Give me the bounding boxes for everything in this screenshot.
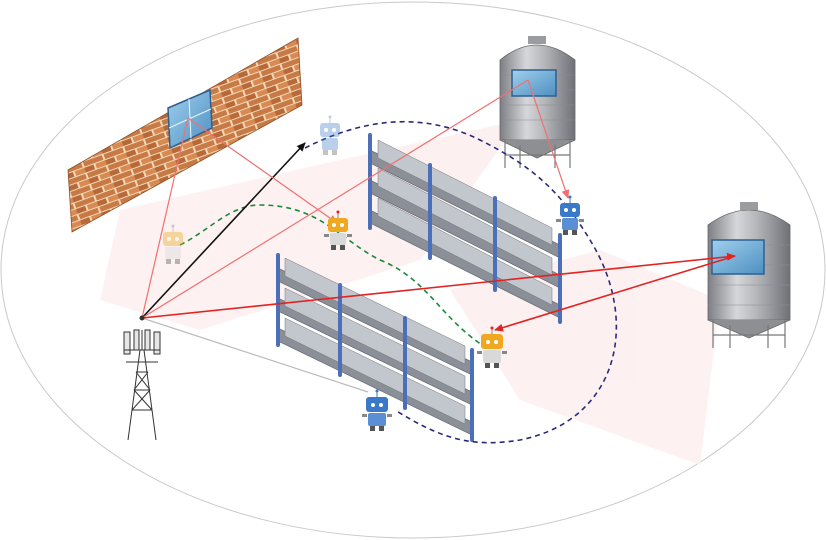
trajectory-navy [304,120,618,444]
silo-left-to-robot-link [527,79,570,199]
trajectory-green [179,204,491,351]
shelf-rack-lower [276,253,474,442]
blocked-link [141,317,369,393]
silo-right [707,202,791,348]
shelf-rack-upper [368,133,562,324]
robot-blue-bottom-icon [362,389,392,431]
robot-faded-top-icon [320,115,340,155]
signal-links [141,79,736,393]
direct-link [141,142,306,319]
robot-faded-left-icon [163,224,183,264]
robot-yellow-mid-icon [324,210,352,250]
bs-to-wall-link [141,117,189,319]
silo-right-to-robot-link [494,255,736,332]
bs-to-silo-right-link [141,252,736,319]
silo-left [499,36,576,168]
base-station-tower-icon [123,315,161,441]
robot-blue-right-icon [556,195,584,235]
ris-panel-silo-left [511,69,557,97]
robot-yellow-right-icon [477,326,507,368]
wall-to-robot-link [187,117,338,224]
bs-to-silo-left-link [141,79,529,319]
